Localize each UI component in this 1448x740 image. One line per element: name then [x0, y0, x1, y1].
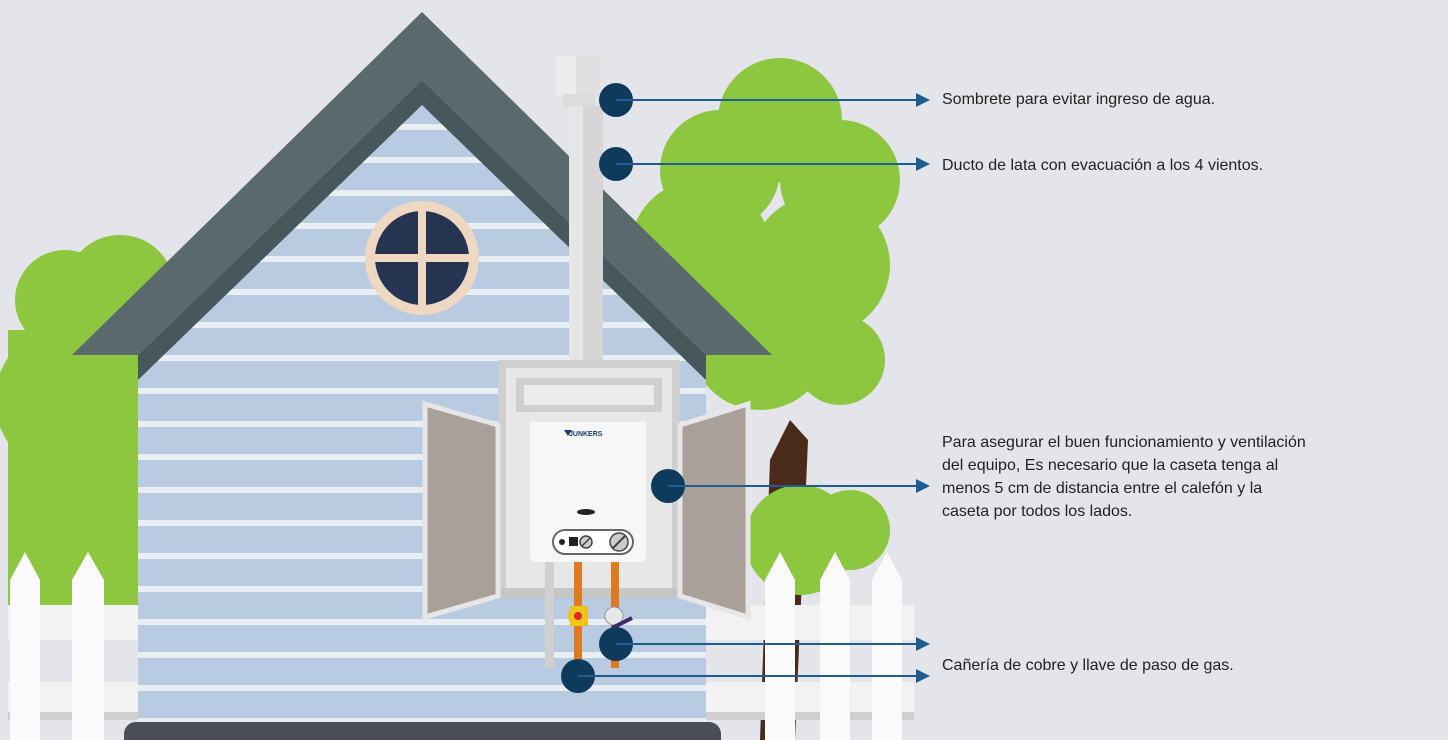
cabinet-door-right — [677, 400, 751, 621]
copper-pipes-and-gas-valve — [545, 562, 633, 668]
roof — [72, 12, 772, 380]
round-window — [365, 201, 479, 315]
callout-ventilation-text: Para asegurar el buen funcionamiento y v… — [942, 431, 1442, 523]
callout-pipes-pointer — [561, 627, 930, 693]
fence-right — [705, 552, 914, 740]
callout-ventilation-line: Para asegurar el buen funcionamiento y v… — [942, 434, 1306, 451]
callout-ventilation-pointer — [651, 469, 930, 503]
callout-ventilation-line: del equipo, Es necesario que la caseta t… — [942, 457, 1279, 474]
callout-duct-pointer — [599, 147, 930, 181]
callout-hat-pointer — [599, 83, 930, 117]
water-heater: JUNKERS — [530, 412, 646, 562]
tree-right — [630, 58, 900, 740]
heater-brand-label: JUNKERS — [569, 431, 603, 438]
callout-duct-text: Ducto de lata con evacuación a los 4 vie… — [942, 157, 1264, 174]
callout-hat-text: Sombrete para evitar ingreso de agua. — [942, 91, 1216, 108]
chimney-duct — [556, 56, 603, 386]
house-foundation — [124, 722, 721, 740]
junkers-logo-icon — [564, 430, 572, 436]
fence-left — [8, 552, 138, 740]
cabinet-door-left — [422, 400, 501, 621]
callout-ventilation-line: caseta por todos los lados. — [942, 503, 1133, 520]
callout-pipes-text: Cañería de cobre y llave de paso de gas. — [942, 657, 1234, 674]
callout-ventilation-line: menos 5 cm de distancia entre el calefón… — [942, 480, 1263, 497]
